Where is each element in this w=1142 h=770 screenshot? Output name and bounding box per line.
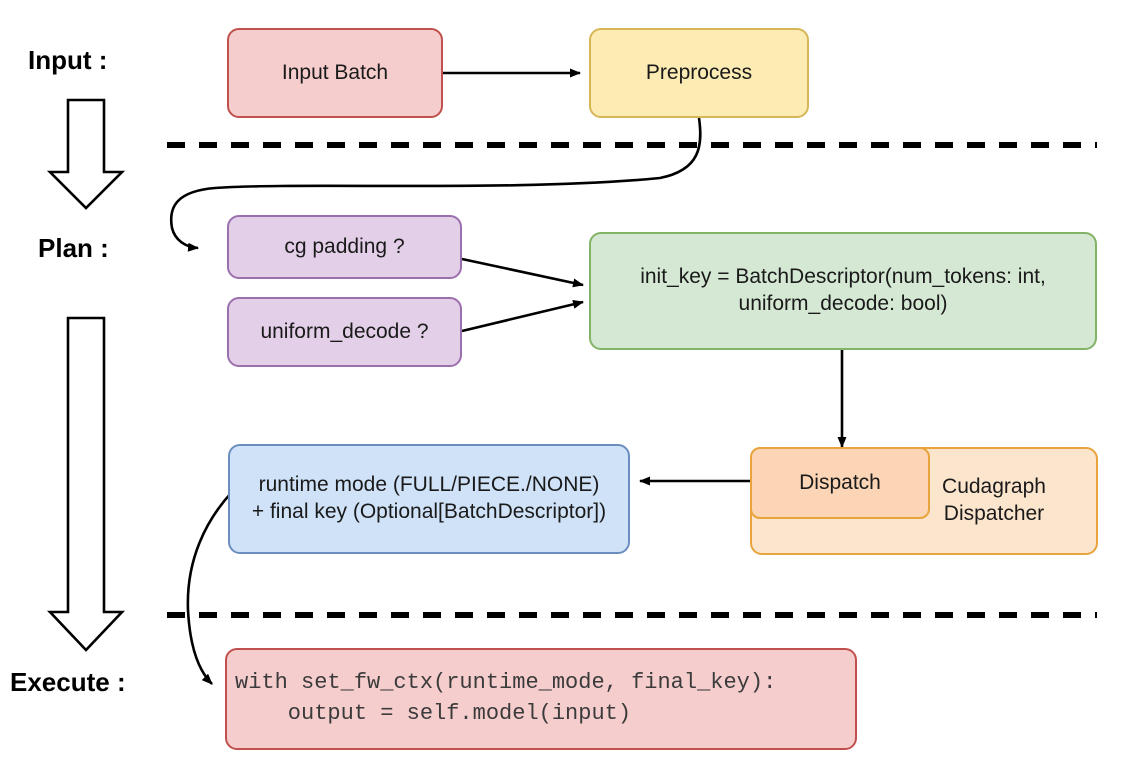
edge-uniform-decode-to-init-key (461, 299, 584, 333)
node-cudagraph-dispatcher-line1: Cudagraph (942, 475, 1046, 499)
node-runtime-mode-line2: + final key (Optional[BatchDescriptor]) (251, 500, 607, 523)
node-init-key-line1: init_key = BatchDescriptor(num_tokens: i… (640, 265, 1046, 289)
node-preprocess-label: Preprocess (645, 60, 753, 84)
node-init-key[interactable]: init_key = BatchDescriptor(num_tokens: i… (589, 232, 1097, 350)
node-uniform-decode-label: uniform_decode ? (260, 319, 429, 343)
node-dispatch[interactable]: Dispatch (750, 447, 930, 519)
stage-label-input: Input : (28, 45, 108, 75)
node-preprocess[interactable]: Preprocess (589, 28, 809, 118)
stage-label-plan: Plan : (38, 233, 109, 263)
node-init-key-line2: uniform_decode: bool) (738, 292, 948, 315)
node-runtime-mode[interactable]: runtime mode (FULL/PIECE./NONE) + final … (228, 444, 630, 554)
node-dispatch-label: Dispatch (799, 470, 881, 494)
edge-cg-padding-to-init-key (461, 257, 584, 288)
plan-to-execute-arrow (46, 316, 126, 652)
input-to-plan-arrow (46, 98, 126, 210)
stage-label-execute: Execute : (10, 667, 126, 697)
node-cg-padding-label: cg padding ? (284, 234, 405, 258)
node-runtime-mode-line1: runtime mode (FULL/PIECE./NONE) (258, 473, 600, 497)
node-execute-code[interactable]: with set_fw_ctx(runtime_mode, final_key)… (225, 648, 857, 750)
node-cudagraph-dispatcher-line2: Dispatcher (943, 502, 1045, 525)
node-input-batch-label: Input Batch (281, 60, 389, 84)
node-cg-padding[interactable]: cg padding ? (227, 215, 462, 279)
node-execute-code-line1: with set_fw_ctx(runtime_mode, final_key)… (235, 670, 777, 696)
node-uniform-decode[interactable]: uniform_decode ? (227, 297, 462, 367)
node-execute-code-line2: output = self.model(input) (235, 701, 632, 726)
node-input-batch[interactable]: Input Batch (227, 28, 443, 118)
